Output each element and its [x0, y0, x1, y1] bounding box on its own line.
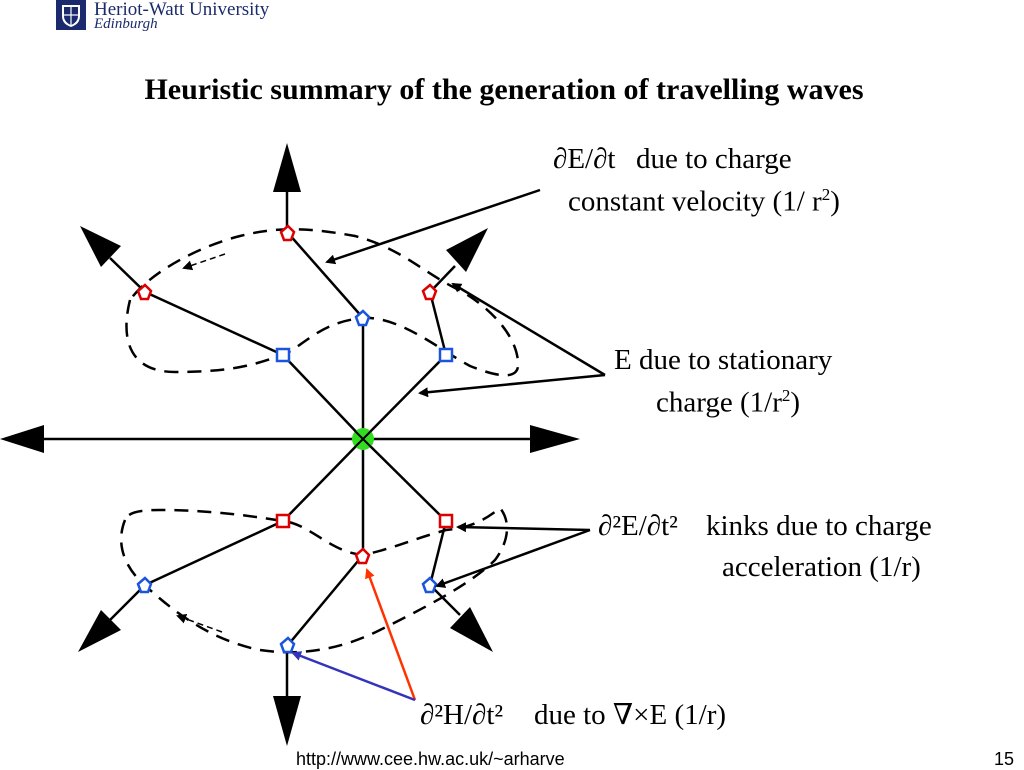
- field-line-upper-left-inner: [282, 354, 364, 440]
- university-crest-icon: [56, 0, 86, 30]
- label-dE-dt-line2: constant velocity (1/ r2): [568, 185, 840, 218]
- marker-blue-6: [279, 636, 296, 654]
- arrowhead-up: [273, 143, 301, 192]
- label-static-E-line1: E due to stationary: [614, 344, 833, 376]
- pointer-arrow-red: [365, 568, 417, 701]
- pointer-arrow-static-1: [451, 282, 606, 377]
- label-dE-dt-line1: due to charge: [636, 143, 792, 175]
- field-line-upper-right-kink: [428, 291, 448, 356]
- wavefront-lower-dashed: [120, 506, 509, 654]
- pointer-arrow-kinks-2: [435, 528, 591, 588]
- pointer-arrow-static-2: [418, 373, 606, 398]
- label-d2H-dt2-math: ∂²H/∂t²: [420, 699, 504, 731]
- wavefront-direction-arrow-upper: [182, 253, 226, 271]
- pointer-arrow-blue: [291, 651, 416, 702]
- marker-red-1: [279, 224, 296, 242]
- field-line-lower-left-kink: [144, 519, 284, 587]
- field-line-upper-left-kink: [144, 290, 284, 357]
- slide-title: Heuristic summary of the generation of t…: [144, 73, 864, 106]
- marker-red-3: [421, 283, 438, 301]
- pointer-arrow-dE-dt: [325, 188, 541, 265]
- marker-blue-3: [438, 347, 454, 363]
- marker-red-5: [438, 513, 454, 529]
- field-line-vertical-upper-kink: [287, 232, 364, 319]
- marker-blue-1: [354, 309, 371, 327]
- pointer-arrow-kinks-1: [456, 522, 591, 533]
- page-number: 15: [994, 749, 1015, 769]
- arrowhead-lower-left: [78, 610, 121, 652]
- label-d2E-dt2-line2: acceleration (1/r): [722, 551, 921, 583]
- field-line-vertical-lower-kink: [287, 554, 364, 646]
- wavefront-direction-arrow-lower: [176, 614, 223, 633]
- university-city: Edinburgh: [94, 16, 158, 32]
- label-d2H-dt2-text: due to ∇×E (1/r): [534, 699, 727, 731]
- marker-blue-5: [421, 576, 438, 594]
- arrowhead-left: [0, 425, 44, 453]
- marker-red-6: [354, 547, 371, 565]
- marker-blue-2: [275, 347, 291, 363]
- arrowhead-upper-right: [446, 228, 488, 272]
- field-line-lower-right-inner: [362, 438, 447, 522]
- field-line-lower-left-inner: [282, 438, 364, 522]
- field-line-lower-left-outer: [109, 584, 146, 621]
- arrowhead-down: [273, 696, 301, 746]
- field-line-upper-right-inner: [362, 354, 447, 440]
- label-d2E-dt2-line1: kinks due to charge: [706, 510, 932, 542]
- field-line-upper-left-outer: [109, 257, 146, 293]
- marker-red-2: [136, 283, 153, 301]
- label-dE-dt-math: ∂E/∂t: [553, 143, 616, 175]
- arrowhead-lower-right: [450, 607, 493, 652]
- label-d2E-dt2-math: ∂²E/∂t²: [598, 510, 678, 542]
- marker-red-4: [275, 513, 291, 529]
- arrowhead-right: [530, 425, 580, 453]
- label-static-E-line2: charge (1/r2): [656, 386, 801, 419]
- arrowhead-upper-left: [80, 226, 121, 267]
- marker-blue-4: [136, 576, 153, 594]
- footer-url: http://www.cee.hw.ac.uk/~arharve: [296, 749, 565, 769]
- university-name: Heriot-Watt University: [94, 0, 270, 20]
